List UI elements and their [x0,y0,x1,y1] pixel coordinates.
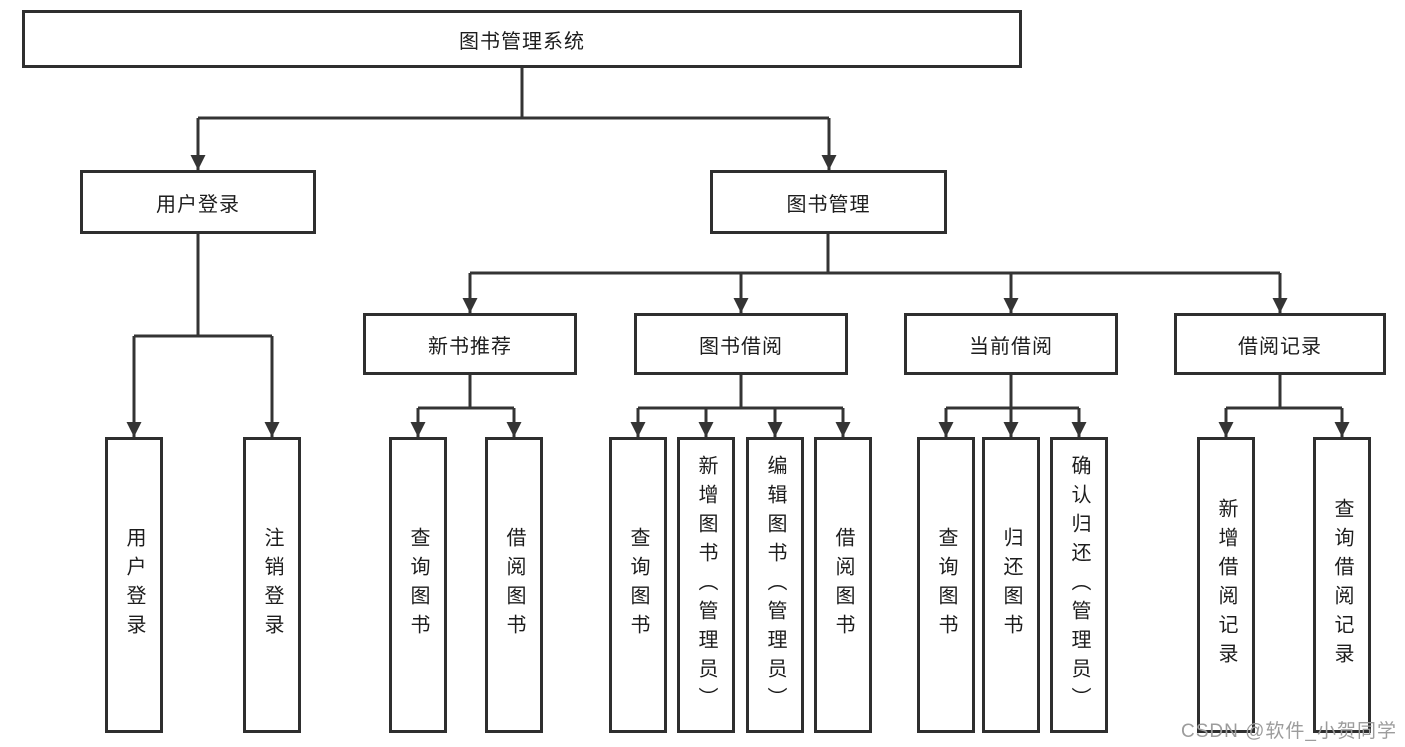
leaf-query-books-borrow-label: 查询图书 [627,527,649,643]
leaf-user-login: 用户登录 [105,437,163,733]
leaf-return-books: 归还图书 [982,437,1040,733]
leaf-logout-label: 注销登录 [261,527,283,643]
node-book-borrow-label: 图书借阅 [699,335,783,358]
node-new-book-recommend: 新书推荐 [363,313,577,375]
leaf-borrow-books-recommend: 借阅图书 [485,437,543,733]
node-book-management-label: 图书管理 [786,193,871,216]
leaf-query-borrow-record-label: 查询借阅记录 [1331,498,1353,672]
leaf-confirm-return-admin: 确认归还（管理员） [1050,437,1108,733]
node-new-book-recommend-label: 新书推荐 [428,335,512,358]
leaf-confirm-return-admin-label: 确认归还（管理员） [1068,454,1090,716]
node-borrow-records-label: 借阅记录 [1238,335,1322,358]
node-borrow-records: 借阅记录 [1174,313,1386,375]
csdn-watermark: CSDN @软件_小贺同学 [1181,721,1397,742]
leaf-add-books-admin: 新增图书（管理员） [677,437,735,733]
leaf-borrow-books-label: 借阅图书 [832,527,854,643]
leaf-query-books-recommend-label: 查询图书 [407,527,429,643]
leaf-edit-books-admin-label: 编辑图书（管理员） [764,454,786,716]
node-user-login-label: 用户登录 [156,193,240,216]
leaf-logout: 注销登录 [243,437,301,733]
node-current-borrow-label: 当前借阅 [969,335,1053,358]
node-root-system: 图书管理系统 [22,10,1022,68]
leaf-user-login-label: 用户登录 [123,527,145,643]
node-root-label: 图书管理系统 [459,30,585,53]
leaf-add-books-admin-label: 新增图书（管理员） [695,454,717,716]
node-book-management: 图书管理 [710,170,947,234]
leaf-add-borrow-record: 新增借阅记录 [1197,437,1255,733]
leaf-borrow-books-recommend-label: 借阅图书 [503,527,525,643]
leaf-return-books-label: 归还图书 [1000,527,1022,643]
leaf-edit-books-admin: 编辑图书（管理员） [746,437,804,733]
leaf-query-books-current-label: 查询图书 [935,527,957,643]
leaf-borrow-books: 借阅图书 [814,437,872,733]
leaf-query-books-current: 查询图书 [917,437,975,733]
node-book-borrow: 图书借阅 [634,313,848,375]
leaf-query-borrow-record: 查询借阅记录 [1313,437,1371,733]
leaf-add-borrow-record-label: 新增借阅记录 [1215,498,1237,672]
leaf-query-books-borrow: 查询图书 [609,437,667,733]
leaf-query-books-recommend: 查询图书 [389,437,447,733]
node-user-login: 用户登录 [80,170,316,234]
node-current-borrow: 当前借阅 [904,313,1118,375]
